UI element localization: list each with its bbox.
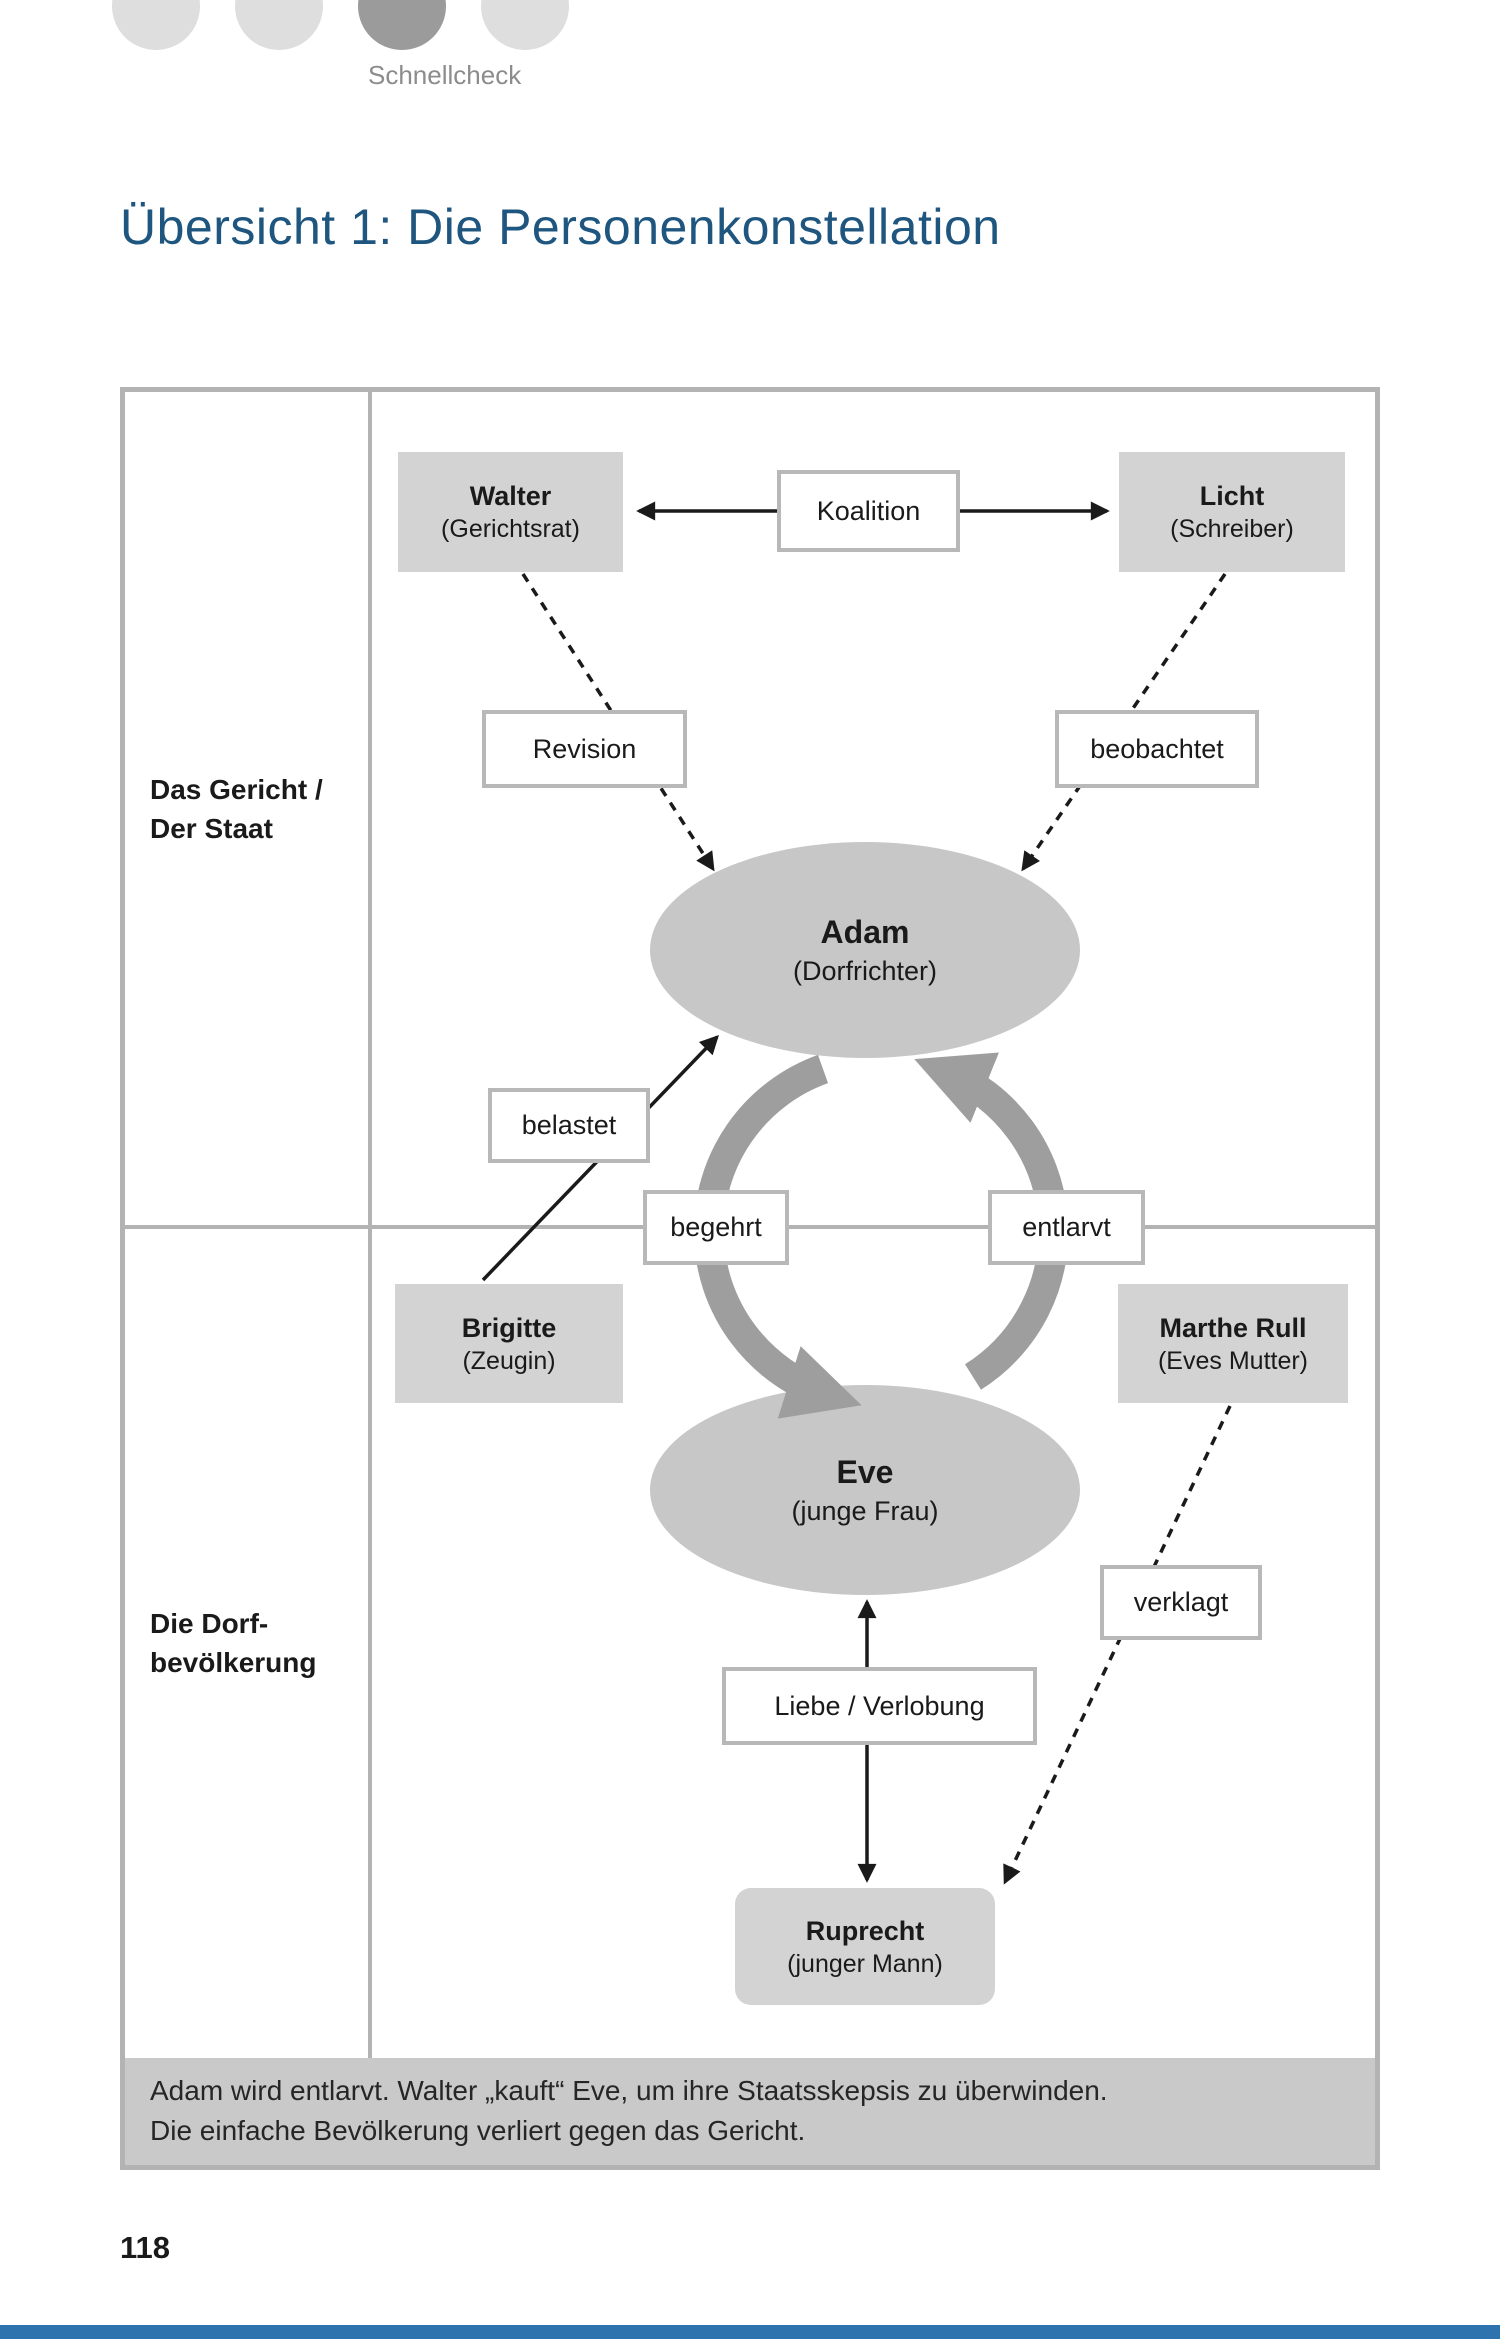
node-ruprecht-name: Ruprecht bbox=[805, 1915, 925, 1946]
node-eve-role: (junge Frau) bbox=[791, 1496, 939, 1526]
node-licht: Licht (Schreiber) bbox=[1119, 452, 1345, 572]
section-label-court-line2: Der Staat bbox=[150, 813, 273, 844]
section-label-village-line2: bevölkerung bbox=[150, 1647, 317, 1678]
node-licht-role: (Schreiber) bbox=[1170, 515, 1294, 543]
relation-begehrt: begehrt bbox=[643, 1190, 789, 1265]
diagram-caption: Adam wird entlarvt. Walter „kauft“ Eve, … bbox=[125, 2058, 1375, 2165]
footer-accent-bar bbox=[0, 2325, 1500, 2339]
progress-dots bbox=[112, 0, 569, 50]
node-walter-role: (Gerichtsrat) bbox=[441, 515, 580, 543]
node-ruprecht: Ruprecht (junger Mann) bbox=[735, 1888, 995, 2005]
node-walter: Walter (Gerichtsrat) bbox=[398, 452, 623, 572]
relation-belastet: belastet bbox=[488, 1088, 650, 1163]
progress-dot bbox=[235, 0, 323, 50]
page-number: 118 bbox=[120, 2230, 171, 2265]
section-label-court-line1: Das Gericht / bbox=[150, 774, 323, 805]
node-marthe-role: (Eves Mutter) bbox=[1157, 1346, 1309, 1375]
relation-koalition: Koalition bbox=[777, 470, 960, 552]
breadcrumb-label: Schnellcheck bbox=[368, 60, 522, 90]
relation-revision: Revision bbox=[482, 710, 687, 788]
page-title: Übersicht 1: Die Personenkonstellation bbox=[120, 199, 1001, 255]
node-marthe-name: Marthe Rull bbox=[1159, 1312, 1307, 1343]
progress-dot bbox=[112, 0, 200, 50]
node-ruprecht-role: (junger Mann) bbox=[787, 1949, 943, 1978]
node-adam-name: Adam bbox=[820, 914, 910, 950]
progress-dot bbox=[481, 0, 569, 50]
node-brigitte: Brigitte (Zeugin) bbox=[395, 1284, 623, 1403]
diagram-frame: Das Gericht / Der Staat Die Dorf- bevölk… bbox=[120, 387, 1380, 2170]
node-eve: Eve (junge Frau) bbox=[650, 1385, 1080, 1595]
node-brigitte-role: (Zeugin) bbox=[462, 1346, 556, 1375]
caption-line2: Die einfache Bevölkerung verliert gegen … bbox=[150, 2115, 806, 2146]
progress-dot-active bbox=[358, 0, 446, 50]
node-marthe: Marthe Rull (Eves Mutter) bbox=[1118, 1284, 1348, 1403]
caption-line1: Adam wird entlarvt. Walter „kauft“ Eve, … bbox=[150, 2075, 1108, 2106]
section-label-village-line1: Die Dorf- bbox=[150, 1608, 269, 1639]
section-label-court: Das Gericht / Der Staat bbox=[150, 770, 323, 848]
relation-liebe-verlobung: Liebe / Verlobung bbox=[722, 1667, 1037, 1745]
node-eve-name: Eve bbox=[836, 1454, 894, 1490]
section-label-village: Die Dorf- bevölkerung bbox=[150, 1604, 316, 1682]
node-brigitte-name: Brigitte bbox=[461, 1312, 557, 1343]
relation-beobachtet: beobachtet bbox=[1055, 710, 1259, 788]
arrow-verklagt-marthe-ruprecht bbox=[1003, 1405, 1232, 1885]
relation-entlarvt: entlarvt bbox=[988, 1190, 1145, 1265]
relation-verklagt: verklagt bbox=[1100, 1565, 1262, 1640]
node-licht-name: Licht bbox=[1199, 481, 1265, 511]
node-adam: Adam (Dorfrichter) bbox=[650, 842, 1080, 1058]
node-adam-role: (Dorfrichter) bbox=[792, 956, 937, 986]
node-walter-name: Walter bbox=[469, 481, 552, 511]
